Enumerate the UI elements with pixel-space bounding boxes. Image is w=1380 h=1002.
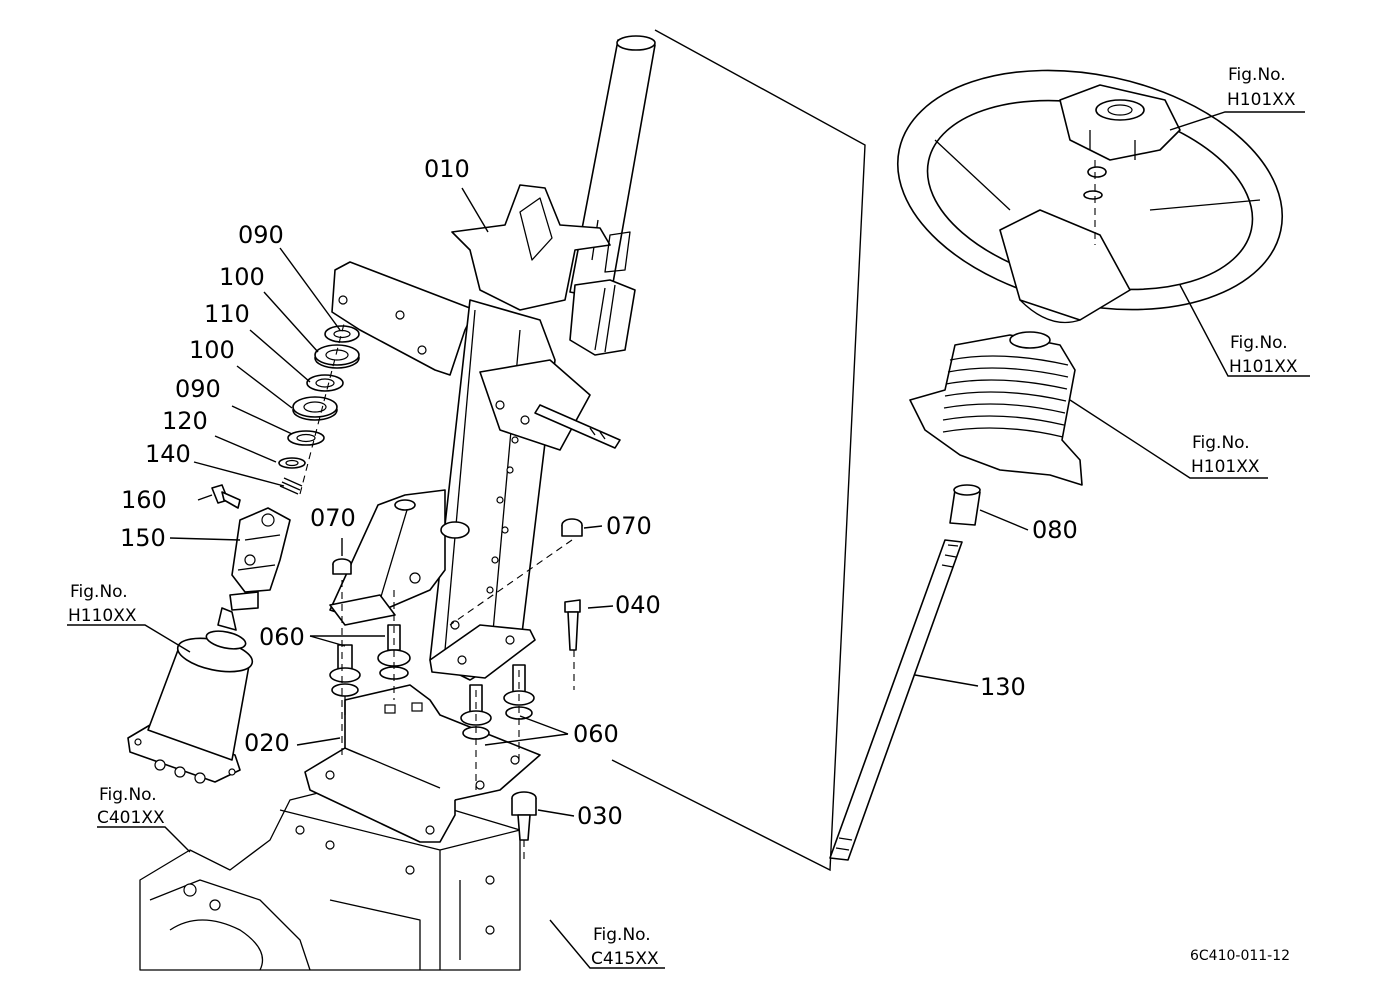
fig-ref-h101-top-code: H101XX	[1227, 90, 1296, 110]
bearing-stack	[278, 325, 360, 495]
assembly-guides	[299, 319, 575, 860]
callout-frame	[611, 29, 866, 872]
steering-column	[329, 35, 656, 681]
fig-ref-h101-mid-title: Fig.No.	[1230, 333, 1288, 353]
label-010: 010	[424, 155, 470, 183]
label-100-bottom: 100	[189, 336, 235, 364]
label-090-top: 090	[238, 221, 284, 249]
label-120: 120	[162, 407, 208, 435]
fig-ref-h101-mid-code: H101XX	[1229, 357, 1298, 377]
fig-ref-h101-low-title: Fig.No.	[1192, 433, 1250, 453]
bushing-080	[949, 484, 981, 526]
column-boot	[909, 331, 1083, 486]
label-160: 160	[121, 486, 167, 514]
fig-ref-h110-title: Fig.No.	[70, 582, 128, 602]
label-130: 130	[980, 673, 1026, 701]
label-060-right: 060	[573, 720, 619, 748]
label-100-top: 100	[219, 263, 265, 291]
fig-ref-h101-top-title: Fig.No.	[1228, 65, 1286, 85]
fig-ref-c401-title: Fig.No.	[99, 785, 157, 805]
fig-ref-c415-title: Fig.No.	[593, 925, 651, 945]
label-070-left: 070	[310, 504, 356, 532]
label-020: 020	[244, 729, 290, 757]
base-plate	[304, 684, 541, 843]
drawing-code: 6C410-011-12	[1190, 948, 1290, 964]
label-060-left: 060	[259, 623, 305, 651]
transmission-housing	[139, 789, 521, 971]
bolt-160	[211, 484, 241, 509]
label-040: 040	[615, 591, 661, 619]
steering-unit	[127, 607, 254, 784]
figure-references: Fig.No. H110XX Fig.No. C401XX Fig.No. C4…	[68, 65, 1298, 969]
label-070-right: 070	[606, 512, 652, 540]
part-labels: 010 090 100 110 100 090 120 140 160 150 …	[120, 155, 1078, 830]
label-080: 080	[1032, 516, 1078, 544]
label-030: 030	[577, 802, 623, 830]
steering-shaft	[829, 539, 963, 861]
fig-ref-h101-low-code: H101XX	[1191, 457, 1260, 477]
fig-ref-h110-code: H110XX	[68, 606, 137, 626]
label-090-bottom: 090	[175, 375, 221, 403]
leader-lines	[67, 111, 1310, 969]
label-110: 110	[204, 300, 250, 328]
steering-wheel	[896, 69, 1284, 324]
label-150: 150	[120, 524, 166, 552]
universal-joint	[229, 507, 291, 611]
fig-ref-c415-code: C415XX	[591, 949, 659, 969]
fig-ref-c401-code: C401XX	[97, 808, 165, 828]
label-140: 140	[145, 440, 191, 468]
